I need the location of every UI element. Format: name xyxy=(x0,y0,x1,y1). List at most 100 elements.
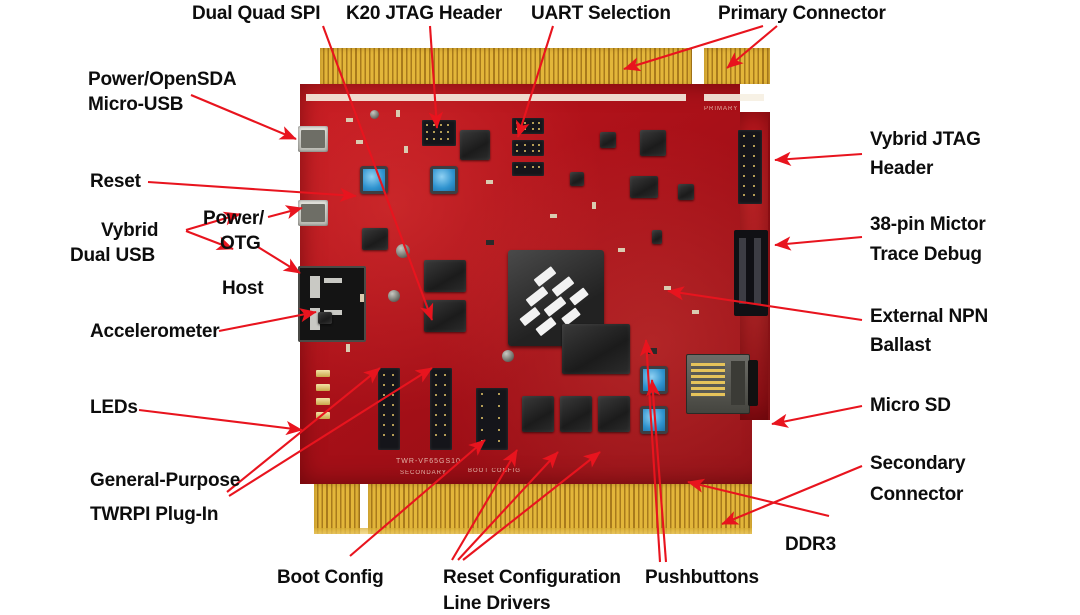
silkscreen-secondary: SECONDARY xyxy=(400,470,447,476)
test-point-ring xyxy=(388,290,400,302)
uart-selection-jumper-a[interactable] xyxy=(512,118,544,134)
power-opensda-micro-usb-connector xyxy=(298,126,328,152)
label-vybrid-dual-usb-line2: Dual USB xyxy=(70,245,155,266)
k20-jtag-header xyxy=(422,120,456,146)
smd-passive xyxy=(486,240,494,245)
electrolytic-cap xyxy=(396,244,410,258)
label-ddr3: DDR3 xyxy=(785,534,836,555)
freescale-logo-bar xyxy=(533,266,557,287)
label-npn-ballast-line2: Ballast xyxy=(870,335,931,356)
regulator-ic-1 xyxy=(600,132,616,148)
smd-passive xyxy=(346,118,353,122)
label-vybrid-jtag-line2: Header xyxy=(870,158,934,179)
arrow-micro-sd xyxy=(771,404,863,428)
primary-connector-fingers-left xyxy=(320,48,692,86)
silkscreen-strip-top xyxy=(306,94,686,101)
secondary-connector-fingers-right xyxy=(368,484,752,534)
freescale-logo-bar xyxy=(543,296,567,317)
pushbutton-lower-2[interactable] xyxy=(640,406,668,434)
label-vybrid-dual-usb-line1: Vybrid xyxy=(101,220,159,241)
label-twrpi-line2: TWRPI Plug-In xyxy=(90,504,219,525)
reset-config-line-driver-3 xyxy=(598,396,630,432)
led-indicator xyxy=(316,412,330,419)
smd-passive xyxy=(648,348,657,354)
arrow-power-opensda xyxy=(190,94,297,140)
micro-sd-socket[interactable] xyxy=(686,354,750,414)
label-vybrid-jtag-line1: Vybrid JTAG xyxy=(870,129,981,150)
pcb-right-lower-cut xyxy=(752,420,770,484)
reset-config-line-driver-2 xyxy=(560,396,592,432)
twr-vf65gs10-board: TWR-VF65GS10 SECONDARY BOOT CONFIG PRIMA… xyxy=(298,48,770,535)
pushbutton-lower-1[interactable] xyxy=(640,366,668,394)
accelerometer-ic xyxy=(318,312,332,324)
boot-config-jumper-block[interactable] xyxy=(476,388,508,450)
label-power-otg-line2: OTG xyxy=(220,233,261,254)
reset-pushbutton[interactable] xyxy=(360,166,388,194)
label-dual-quad-spi: Dual Quad SPI xyxy=(192,3,321,24)
label-mictor-line2: Trace Debug xyxy=(870,244,982,265)
soic-ic-left xyxy=(362,228,388,250)
label-reset-config-line1: Reset Configuration xyxy=(443,567,621,588)
label-pushbuttons: Pushbuttons xyxy=(645,567,759,588)
freescale-logo-bar xyxy=(535,316,557,337)
label-twrpi-line1: General-Purpose xyxy=(90,470,241,491)
secondary-connector-fingers-left xyxy=(314,484,360,534)
regulator-ic-2 xyxy=(640,130,666,156)
smd-passive xyxy=(550,214,557,218)
freescale-logo-bar xyxy=(551,276,575,297)
twrpi-header-right xyxy=(430,368,452,450)
test-point-ring xyxy=(502,350,514,362)
arrow-power-otg xyxy=(267,205,303,219)
dual-quad-spi-flash-2 xyxy=(424,300,466,332)
smd-passive xyxy=(360,294,364,302)
smd-passive xyxy=(664,286,671,290)
label-power-otg-line1: Power/ xyxy=(203,208,265,229)
mictor-trace-debug-connector xyxy=(734,230,768,316)
regulator-ic-4 xyxy=(570,172,584,186)
label-power-opensda-line2: Micro-USB xyxy=(88,94,184,115)
uart-selection-jumper-c[interactable] xyxy=(512,162,544,176)
label-secondary-connector-line1: Secondary xyxy=(870,453,966,474)
smd-passive xyxy=(356,140,363,144)
smd-passive xyxy=(396,110,400,117)
user-pushbutton-top[interactable] xyxy=(430,166,458,194)
arrow-leds xyxy=(138,408,303,436)
label-leds: LEDs xyxy=(90,397,138,418)
silkscreen-primary: PRIMARY xyxy=(704,106,739,112)
label-primary-connector: Primary Connector xyxy=(718,3,886,24)
reset-config-line-driver-1 xyxy=(522,396,554,432)
label-mictor-line1: 38-pin Mictor xyxy=(870,214,986,235)
arrow-host xyxy=(257,246,301,274)
inductor-power xyxy=(460,130,490,160)
led-indicator xyxy=(316,398,330,405)
led-indicator xyxy=(316,384,330,391)
smd-passive xyxy=(486,180,493,184)
label-reset-config-line2: Line Drivers xyxy=(443,593,551,614)
external-npn-ballast-transistor xyxy=(652,230,662,244)
dual-quad-spi-flash-1 xyxy=(424,260,466,292)
smd-passive xyxy=(618,248,625,252)
arrow-vybrid-jtag xyxy=(774,151,863,167)
power-otg-micro-usb-connector xyxy=(298,200,328,226)
label-npn-ballast-line1: External NPN xyxy=(870,306,988,327)
vybrid-jtag-header xyxy=(738,130,762,204)
usb-host-type-a-connector xyxy=(298,266,366,342)
test-point-ring xyxy=(370,110,379,119)
freescale-logo-bar xyxy=(525,286,549,307)
label-accelerometer: Accelerometer xyxy=(90,321,220,342)
label-host: Host xyxy=(222,278,264,299)
freescale-logo-bar xyxy=(569,287,589,306)
freescale-logo-bar xyxy=(561,307,581,326)
smd-passive xyxy=(346,344,350,352)
label-uart-selection: UART Selection xyxy=(531,3,671,24)
uart-selection-jumper-b[interactable] xyxy=(512,140,544,156)
ddr3-memory xyxy=(562,324,630,374)
label-micro-sd: Micro SD xyxy=(870,395,951,416)
regulator-ic-3 xyxy=(630,176,658,198)
fingers-bottom-bevel xyxy=(314,528,752,534)
label-secondary-connector-line2: Connector xyxy=(870,484,964,505)
inductor-smd xyxy=(678,184,694,200)
silkscreen-boot-config: BOOT CONFIG xyxy=(468,468,521,474)
arrow-mictor xyxy=(774,235,863,251)
silkscreen-part-number: TWR-VF65GS10 xyxy=(396,458,461,465)
